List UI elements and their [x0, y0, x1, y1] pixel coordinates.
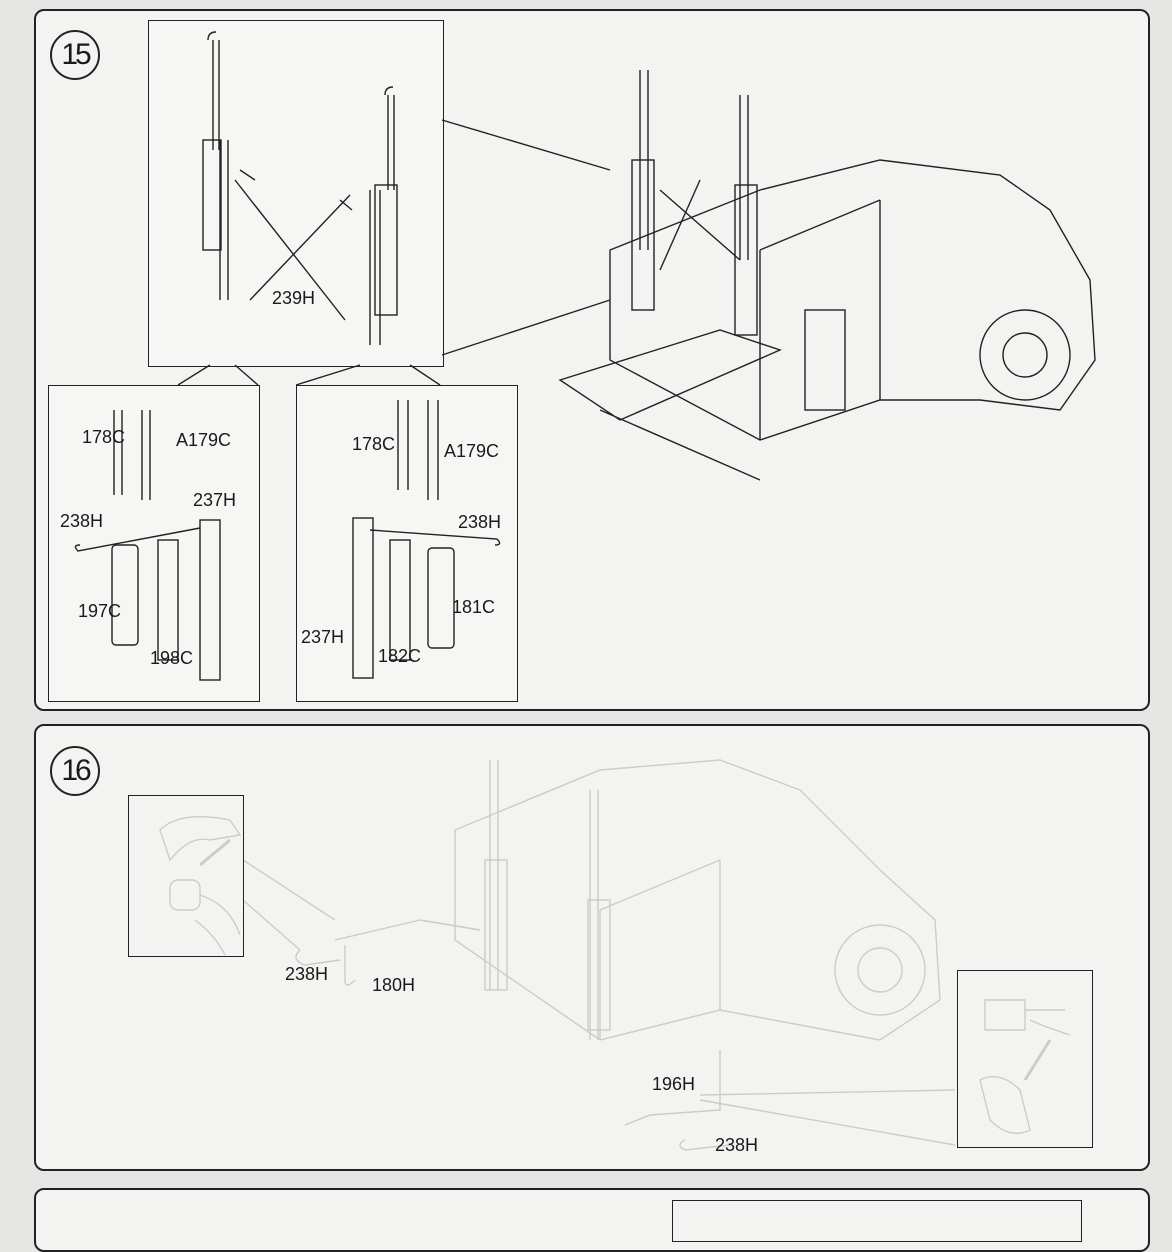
- part-label-182c: 182C: [378, 646, 422, 666]
- step-15-detail-inset-top: [148, 20, 444, 367]
- part-label-a179c-right: A179C: [444, 441, 500, 461]
- part-label-239h: 239H: [272, 288, 316, 308]
- step-15-detail-inset-left: [48, 385, 260, 702]
- part-label-237h-left: 237H: [193, 490, 237, 510]
- part-label-196h: 196H: [652, 1074, 696, 1094]
- part-label-180h: 180H: [372, 975, 416, 995]
- part-label-238h-step16-left: 238H: [285, 964, 329, 984]
- step-16-panel: [34, 724, 1150, 1171]
- step-16-detail-inset-right: [957, 970, 1093, 1148]
- part-label-178c-left: 178C: [82, 427, 126, 447]
- step-15-number: 15: [50, 30, 100, 80]
- exhaust-stack-right-icon: [369, 86, 398, 345]
- part-label-237h-right: 237H: [301, 627, 345, 647]
- part-label-238h-right: 238H: [458, 512, 502, 532]
- part-label-178c-right: 178C: [352, 434, 396, 454]
- step-15-detail-inset-right: [296, 385, 518, 702]
- truck-step15-icon: [558, 70, 1096, 481]
- step-17-detail-inset-partial: [672, 1200, 1082, 1242]
- part-label-197c: 197C: [78, 601, 122, 621]
- exhaust-stack-left-icon: [202, 31, 229, 300]
- part-label-238h-left: 238H: [60, 511, 104, 531]
- part-label-238h-step16-right: 238H: [715, 1135, 759, 1155]
- part-label-181c: 181C: [452, 597, 496, 617]
- step-16-detail-inset-left: [128, 795, 244, 957]
- step-16-number: 16: [50, 746, 100, 796]
- part-label-198c: 198C: [150, 648, 194, 668]
- part-label-a179c-left: A179C: [176, 430, 232, 450]
